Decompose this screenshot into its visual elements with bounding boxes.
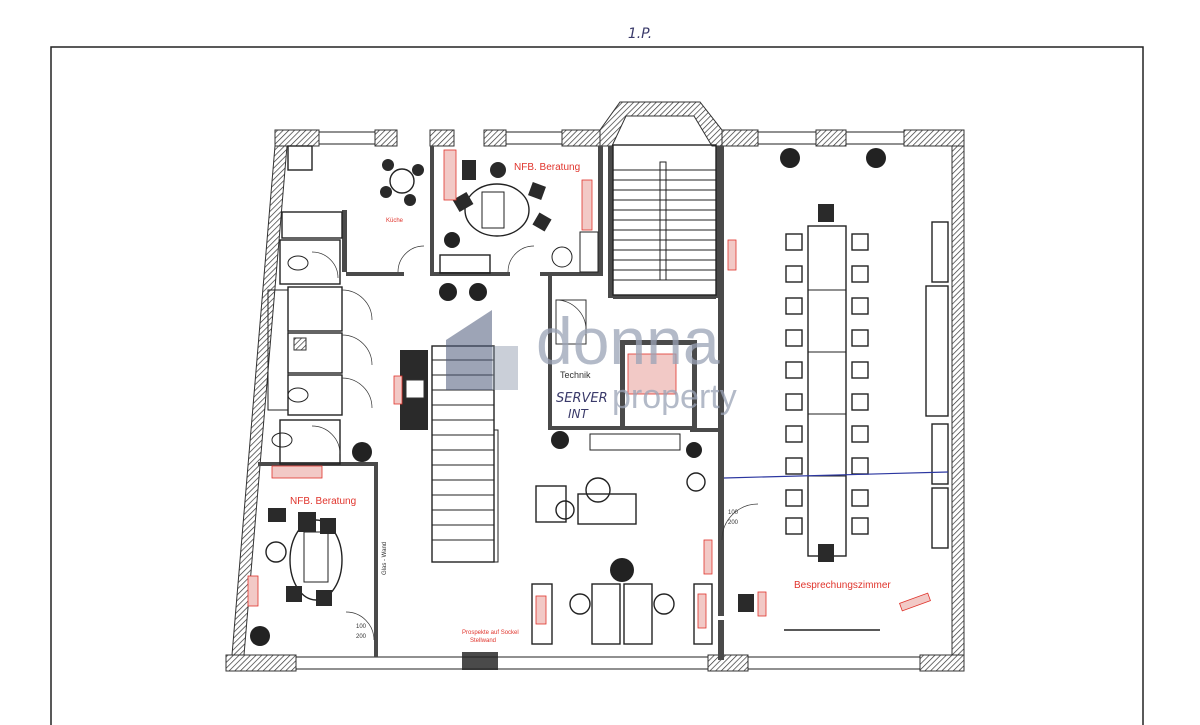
reception-desk — [393, 283, 487, 430]
label-glas-wand: Glas - Wand — [382, 542, 388, 575]
dim-a-top: 100 — [356, 624, 367, 630]
dim-a-bottom: 200 — [356, 634, 367, 640]
label-prospekte: Prospekte auf Sockel — [462, 630, 519, 636]
kitchen-area: Küche — [380, 159, 425, 273]
consultation-room-top: NFB. Beratung — [439, 149, 599, 274]
watermark-sub: property — [612, 378, 737, 416]
page-label: 1.P. — [628, 26, 652, 42]
room-label-nfb-bottom: NFB. Beratung — [290, 496, 356, 507]
handwriting-line1: SERVER — [556, 391, 608, 406]
room-label-besprechung: Besprechungszimmer — [794, 580, 891, 591]
room-label-technik: Technik — [560, 370, 591, 380]
dim-b-top: 100 — [728, 510, 739, 516]
room-label-kueche: Küche — [386, 218, 404, 224]
dim-b-bottom: 200 — [728, 520, 739, 526]
watermark-brand: donna — [536, 304, 720, 378]
exterior-walls — [225, 101, 965, 672]
room-label-nfb-top: NFB. Beratung — [514, 162, 580, 173]
technical-room: Technik SERVER INT — [551, 299, 702, 458]
sanitary-block — [267, 145, 373, 465]
label-prospekte-line2: Stellwand — [470, 638, 496, 644]
workstations: Prospekte auf Sockel Stellwand — [462, 558, 713, 645]
meeting-room: Besprechungszimmer 100 200 — [721, 148, 949, 631]
stairwell-top — [612, 144, 737, 296]
watermark: donna property — [446, 304, 737, 416]
drawing-frame — [50, 46, 1144, 725]
consultation-room-bottom: NFB. Beratung Glas - Wand 100 200 — [247, 442, 388, 646]
lounge-area — [535, 472, 713, 575]
handwriting-line2: INT — [568, 407, 590, 421]
